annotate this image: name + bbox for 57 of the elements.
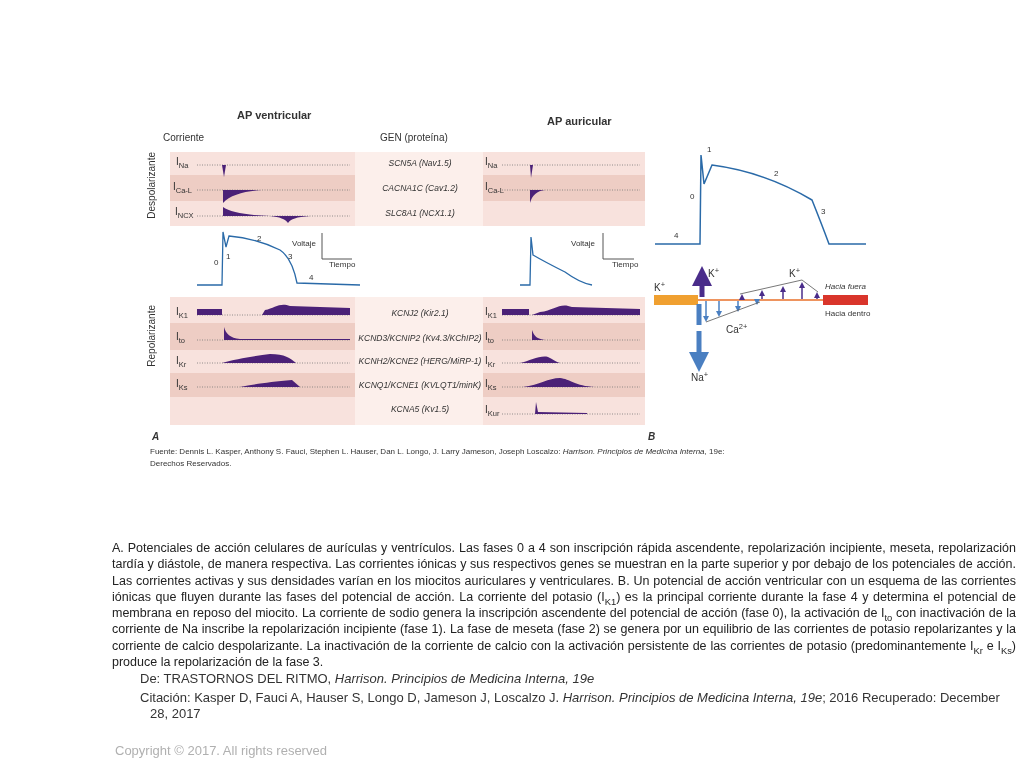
gene-label: SCN5A (Nav1.5)	[388, 159, 452, 169]
current-label: I$_{to}$	[176, 331, 186, 342]
phase-number: 4	[309, 274, 314, 283]
current-label: I$_{Ca-L}$	[173, 181, 193, 192]
gene-label: KCNJ2 (Kir2.1)	[391, 309, 449, 319]
phase-number: 0	[690, 193, 695, 202]
current-label: I$_{Na}$	[485, 156, 498, 167]
phase-number: 0	[214, 259, 219, 268]
current-label: I$_{K1}$	[176, 306, 188, 317]
gene-label: CACNA1C (Cav1.2)	[382, 184, 458, 194]
axis-label: Tiempo	[612, 261, 639, 270]
phase-number: 3	[288, 253, 293, 262]
row-group-label: Repolarizante	[146, 305, 157, 367]
axis-label: Voltaje	[571, 240, 596, 249]
ion-label: K$^{+}$	[654, 282, 666, 293]
rights-note: Derechos Reservados.	[150, 460, 232, 469]
phase-number: 3	[821, 208, 826, 217]
phase-number: 2	[774, 170, 779, 179]
direction-label: Hacia dentro	[825, 310, 871, 319]
current-label: I$_{NCX}$	[175, 206, 194, 217]
current-label: I$_{Kr}$	[176, 355, 187, 366]
phase-number: 1	[226, 253, 231, 262]
current-label: I$_{K1}$	[485, 306, 497, 317]
current-label: I$_{Na}$	[176, 156, 189, 167]
axis-label: Tiempo	[329, 261, 356, 270]
gene-label: SLC8A1 (NCX1.1)	[385, 209, 455, 219]
ion-label: K$^{+}$	[708, 268, 720, 279]
current-label: I$_{to}$	[485, 331, 495, 342]
gene-label: KCND3/KCNIP2 (Kv4.3/KChIP2)	[358, 334, 482, 344]
direction-label: Hacia fuera	[825, 283, 866, 292]
panel-heading: AP ventricular	[237, 109, 312, 122]
gene-label: KCNA5 (Kv1.5)	[390, 405, 450, 415]
gene-label: KCNH2/KCNE2 (HERG/MiRP-1)	[358, 357, 482, 367]
current-label: I$_{Ca-L}$	[485, 181, 505, 192]
phase-number: 4	[674, 232, 679, 241]
caption-text: A. Potenciales de acción celulares de aurículas y ventrículos. Las fases 0 a 4 son inscripción rápida ascendente, repolarización incipiente, meseta, repolarización tardía y diástole, de manera respectiva. Las corrientes iónicas y sus respectivos genes se muestran en la parte superior y por debajo de los potenciales de acción. Las corrientes activas y sus densidades varían en los miocitos auriculares y ventriculares. B. Un potencial de acción ventricular con un esquema de las corrientes iónicas que fluyen durante las fases del potencial de acción. La corriente del potasio (I$_{K1}$) es la principal corriente durante la fase 4 y determina el potencial de membrana en reposo del miocito. La corriente de sodio genera la inscripción ascendente del potencial de acción (fase 0), la activación de I$_{to}$ con inactivación de la corriente de Na inscribe la repolarización incipiente (fase 1). La fase de meseta (fase 2) se genera por un equilibrio de las corrientes de potasio repolarizantes y la corriente de calcio despolarizante. La inactivación de la corriente de calcio con la activación persistente de las corrientes de potasio (predominantemente I$_{Kr}$ e I$_{Ks}$) produce la repolarización de la fase 3.	[112, 540, 1016, 670]
ion-label: Na$^{+}$	[691, 372, 709, 383]
ion-label: Ca$^{2+}$	[726, 324, 748, 335]
panel-letter: B	[648, 431, 656, 442]
current-label: I$_{Kr}$	[485, 355, 496, 366]
source-note: Fuente: Dennis L. Kasper, Anthony S. Fauci, Stephen L. Hauser, Dan L. Longo, J. Larry Jameson, Joseph Loscalzo: Harrison. Principios de Medicina Interna, 19e:	[150, 448, 725, 457]
column-heading: GEN (proteína)	[380, 132, 448, 143]
current-label: I$_{Ks}$	[485, 378, 497, 389]
panel-heading: AP auricular	[547, 115, 612, 128]
copyright-text: Copyright © 2017. All rights reserved	[115, 744, 327, 759]
gene-label: KCNQ1/KCNE1 (KVLQT1/minK)	[358, 381, 482, 391]
ion-label: K$^{+}$	[789, 268, 801, 279]
current-label: I$_{Ks}$	[176, 378, 188, 389]
row-group-label: Despolarizante	[146, 152, 157, 219]
column-heading: Corriente	[163, 132, 205, 143]
source-line: De: TRASTORNOS DEL RITMO, Harrison. Principios de Medicina Interna, 19e	[140, 672, 595, 687]
current-label: I$_{Kur}$	[485, 404, 500, 415]
phase-number: 1	[707, 146, 712, 155]
phase-number: 2	[257, 235, 262, 244]
panel-letter: A	[152, 431, 160, 442]
citation-text: Citación: Kasper D, Fauci A, Hauser S, Longo D, Jameson J, Loscalzo J. Harrison. Principios de Medicina Interna, 19e; 2016 Recuperado: December 28, 2017	[140, 690, 1000, 722]
axis-label: Voltaje	[292, 240, 317, 249]
